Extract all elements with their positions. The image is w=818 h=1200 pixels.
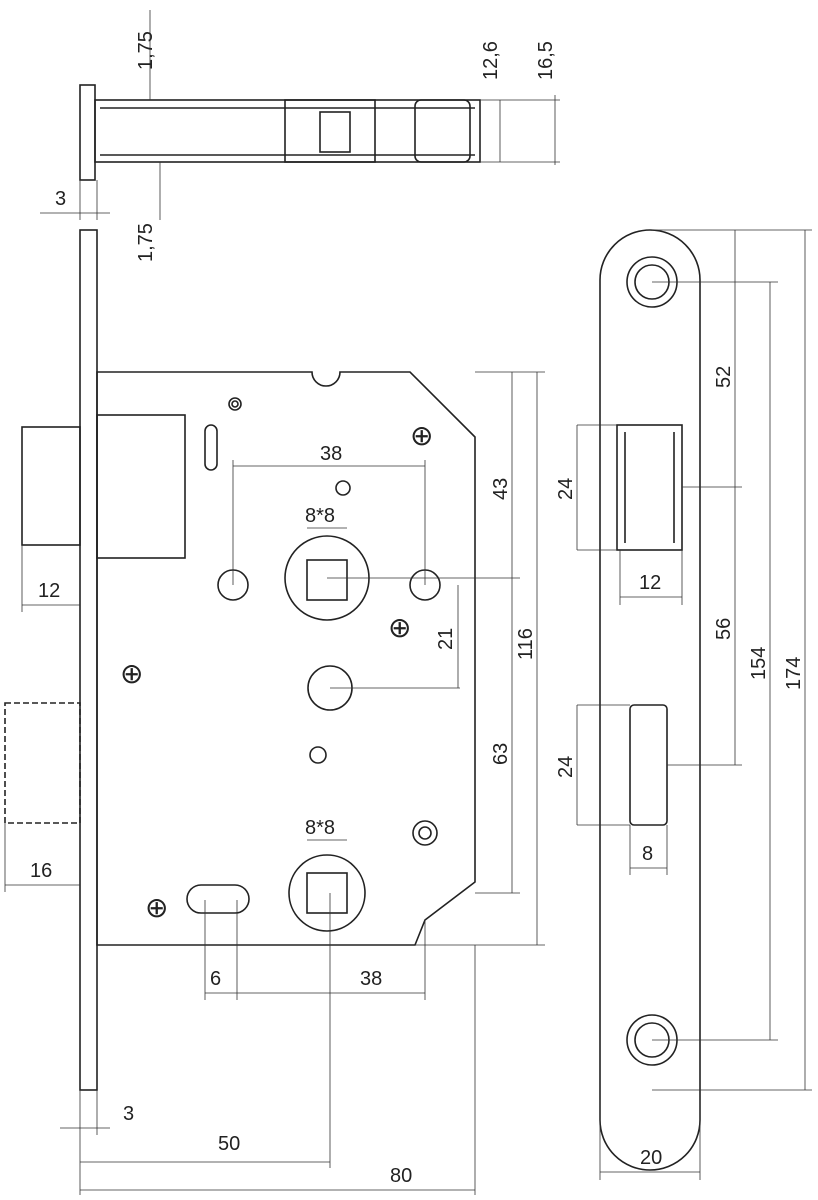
dim-top-cap: 1,75 (135, 31, 157, 70)
dim-top-to-follower: 43 (490, 478, 512, 500)
screw-icon: ⊕ (145, 892, 168, 923)
dim-spindle-square-top: 8*8 (305, 505, 335, 527)
dim-bolt-opening: 24 (555, 756, 577, 778)
dim-latch-opening: 24 (555, 478, 577, 500)
dim-latch-projection: 12 (38, 580, 60, 602)
dim-latch-opening-width: 12 (639, 572, 661, 594)
dim-faceplate-thickness: 3 (123, 1103, 134, 1125)
strike-plate (576, 229, 812, 1180)
dim-follower-to-cylinder: 63 (490, 743, 512, 765)
dim-spindle-distance: 38 (320, 443, 342, 465)
dim-backset: 50 (218, 1133, 240, 1155)
dim-slot-distance: 38 (360, 968, 382, 990)
dim-body-depth: 80 (390, 1165, 412, 1187)
dim-top-to-center: 52 (713, 366, 735, 388)
dim-faceplate-top: 3 (55, 188, 66, 210)
screw-icon: ⊕ (410, 420, 433, 451)
dim-spindle-square-bottom: 8*8 (305, 817, 335, 839)
dim-bolt-opening-width: 8 (642, 843, 653, 865)
dim-bottom-cap: 1,75 (135, 223, 157, 262)
dim-slot-width: 6 (210, 968, 221, 990)
dim-bolt-projection: 16 (30, 860, 52, 882)
dim-screw-distance: 154 (748, 647, 770, 680)
dim-follower-offset: 21 (435, 628, 457, 650)
screw-icon: ⊕ (388, 612, 411, 643)
dim-strike-width: 20 (640, 1147, 662, 1169)
lock-body: ⊕ ⊕ ⊕ ⊕ (4, 229, 545, 1195)
screw-icon: ⊕ (120, 658, 143, 689)
dim-body-thickness: 12,6 (480, 41, 502, 80)
dim-body-height: 116 (515, 628, 537, 660)
dim-strike-length: 174 (783, 657, 805, 690)
dim-center-distance: 56 (713, 618, 735, 640)
top-view (40, 10, 560, 220)
dim-total-thickness: 16,5 (535, 41, 557, 80)
